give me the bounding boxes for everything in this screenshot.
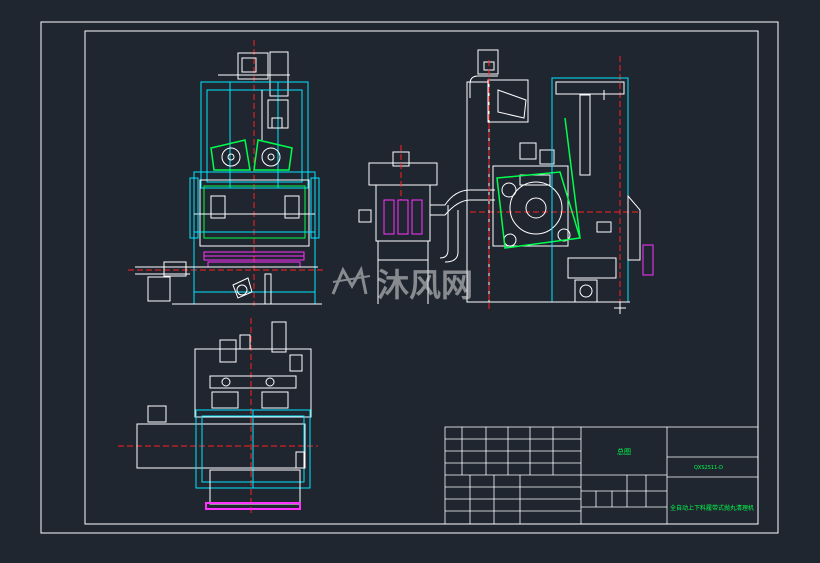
title-block [444, 426, 759, 525]
watermark: 沐风网 [331, 265, 473, 304]
side-cabinet [492, 165, 569, 247]
crawler-track [203, 251, 305, 268]
duct-pipe [430, 189, 495, 263]
top-view-conveyor [136, 423, 306, 469]
watermark-logo-icon [331, 265, 371, 295]
inner-border [84, 30, 759, 525]
top-view [118, 318, 318, 515]
blast-wheel-left [210, 139, 251, 171]
dust-collector [358, 145, 438, 304]
front-cabinet [200, 81, 309, 189]
outer-border [40, 21, 779, 534]
blast-wheel-right [253, 139, 293, 171]
separator-drum [509, 181, 563, 235]
side-view [466, 49, 654, 314]
drawing-name: 总图 [617, 447, 631, 456]
machine-title: 全自动上下料履带式抛丸清理机 [670, 504, 754, 512]
front-view [128, 40, 325, 306]
sheet-frame [40, 21, 779, 534]
watermark-text: 沐风网 [377, 266, 473, 304]
drawing-number: QXS2511-D [694, 465, 723, 471]
